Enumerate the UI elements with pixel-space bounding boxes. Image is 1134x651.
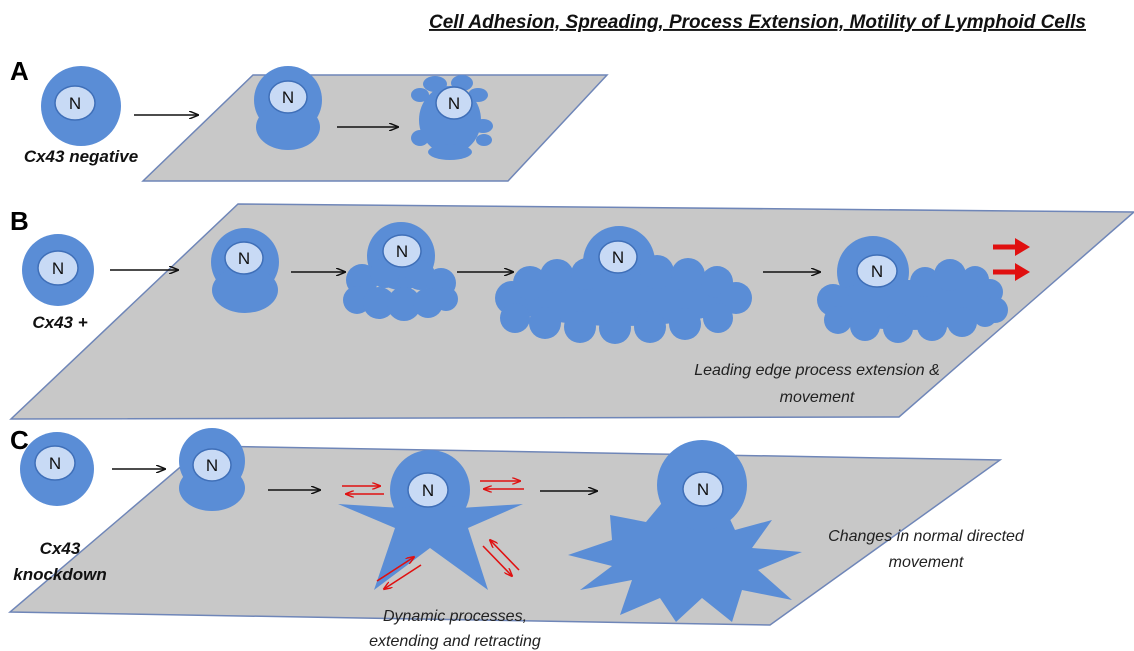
- nucleus: [224, 241, 264, 275]
- cell-b-spreading: N: [343, 222, 458, 321]
- panel-b-label: Cx43 +: [32, 313, 87, 332]
- nucleus: [54, 85, 96, 121]
- nucleus-label: N: [697, 480, 709, 499]
- extend-retract-arrows: [342, 481, 524, 589]
- cell-a-suspended: N: [41, 66, 121, 146]
- nucleus: [382, 234, 422, 268]
- nucleus-label: N: [612, 248, 624, 267]
- nucleus-label: N: [69, 94, 81, 113]
- nucleus: [268, 80, 308, 114]
- diagram-title: Cell Adhesion, Spreading, Process Extens…: [429, 12, 1086, 33]
- nucleus: [192, 448, 232, 482]
- nucleus: [37, 250, 79, 286]
- cell-b-suspended: N: [22, 234, 94, 306]
- cell-c-suspended: N: [20, 432, 94, 506]
- nucleus-label: N: [238, 249, 250, 268]
- cell-b-spread: N: [495, 226, 752, 344]
- nucleus-label: N: [49, 454, 61, 473]
- panel-b-caption-line2: movement: [780, 389, 855, 406]
- nucleus: [435, 86, 473, 120]
- direction-arrows: [993, 238, 1030, 281]
- nucleus-label: N: [448, 94, 460, 113]
- nucleus: [856, 254, 898, 288]
- panel-c-label-line1: Cx43: [40, 539, 81, 558]
- nucleus: [682, 471, 724, 507]
- nucleus: [407, 472, 449, 508]
- panel-b-letter: B: [10, 206, 29, 236]
- cell-b-migrating: N: [817, 236, 1008, 343]
- panel-a-surface: [141, 74, 609, 182]
- panel-b-caption-line1: Leading edge process extension &: [694, 362, 940, 379]
- panel-c-label-line2: knockdown: [13, 565, 107, 584]
- panel-b: B N Cx43 + N: [9, 203, 1134, 420]
- cell-b-adhered: N: [211, 228, 279, 313]
- panel-c: C N Cx43 knockdown N N: [8, 425, 1025, 650]
- nucleus-label: N: [422, 481, 434, 500]
- panel-a-label: Cx43 negative: [24, 147, 138, 166]
- nucleus-label: N: [206, 456, 218, 475]
- nucleus: [34, 445, 76, 481]
- cell-a-adhered: N: [254, 66, 322, 150]
- nucleus-label: N: [52, 259, 64, 278]
- panel-c-caption2-line2: movement: [889, 554, 964, 571]
- cell-c-adhered: N: [179, 428, 245, 511]
- cell-c-irregular: N: [568, 440, 802, 622]
- nucleus-label: N: [282, 88, 294, 107]
- nucleus-label: N: [396, 242, 408, 261]
- panel-c-caption1-line1: Dynamic processes,: [383, 608, 527, 625]
- panel-c-caption1-line2: extending and retracting: [369, 633, 541, 650]
- cell-a-blebbing: N: [411, 75, 493, 160]
- nucleus-label: N: [871, 262, 883, 281]
- cell-c-dynamic: N: [338, 450, 523, 590]
- panel-c-caption2-line1: Changes in normal directed: [828, 528, 1025, 545]
- nucleus: [598, 240, 638, 274]
- panel-a-letter: A: [10, 56, 29, 86]
- panel-c-letter: C: [10, 425, 29, 455]
- panel-a: A N Cx43 negative N: [10, 56, 609, 182]
